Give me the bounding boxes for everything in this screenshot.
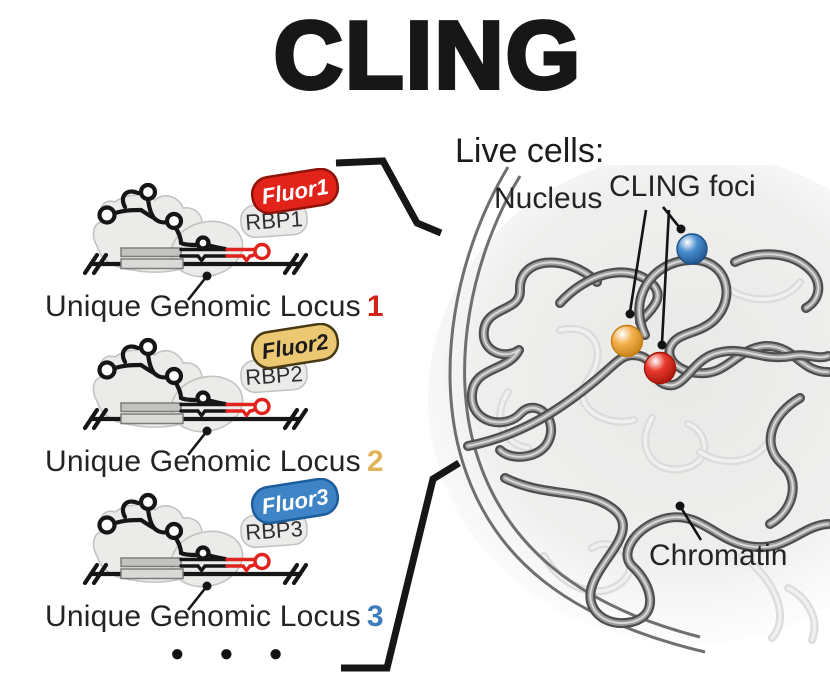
annotation-pointers: [625, 206, 703, 541]
fluor-tag: Fluor1: [248, 168, 342, 217]
orange-focus: [610, 324, 644, 358]
blue-focus: [676, 233, 708, 265]
figure-title: CLING: [272, 2, 583, 109]
top-bracket: [335, 157, 443, 237]
locus-number: 2: [366, 445, 384, 478]
locus-label-text: Unique Genomic Locus: [45, 290, 361, 323]
red-focus: [643, 351, 677, 385]
bottom-bracket: [341, 460, 461, 672]
fluor-tag: Fluor2: [248, 323, 342, 372]
chromatin-strands: [463, 249, 830, 629]
nucleus-label: Nucleus: [494, 182, 603, 215]
cell-illustration: [428, 165, 830, 654]
locus-number: 3: [366, 600, 384, 633]
cling-foci-label: CLING foci: [609, 170, 756, 203]
locus-number: 1: [366, 290, 384, 323]
locus-label-text: Unique Genomic Locus: [45, 445, 361, 478]
locus-label-text: Unique Genomic Locus: [45, 600, 361, 633]
cling-foci-spheres: [610, 233, 708, 385]
fluor-tag: Fluor3: [248, 478, 342, 527]
chromatin-label: Chromatin: [649, 539, 788, 572]
live-cells-heading: Live cells:: [455, 132, 605, 170]
more-loci-ellipsis: ● ● ●: [170, 640, 297, 667]
